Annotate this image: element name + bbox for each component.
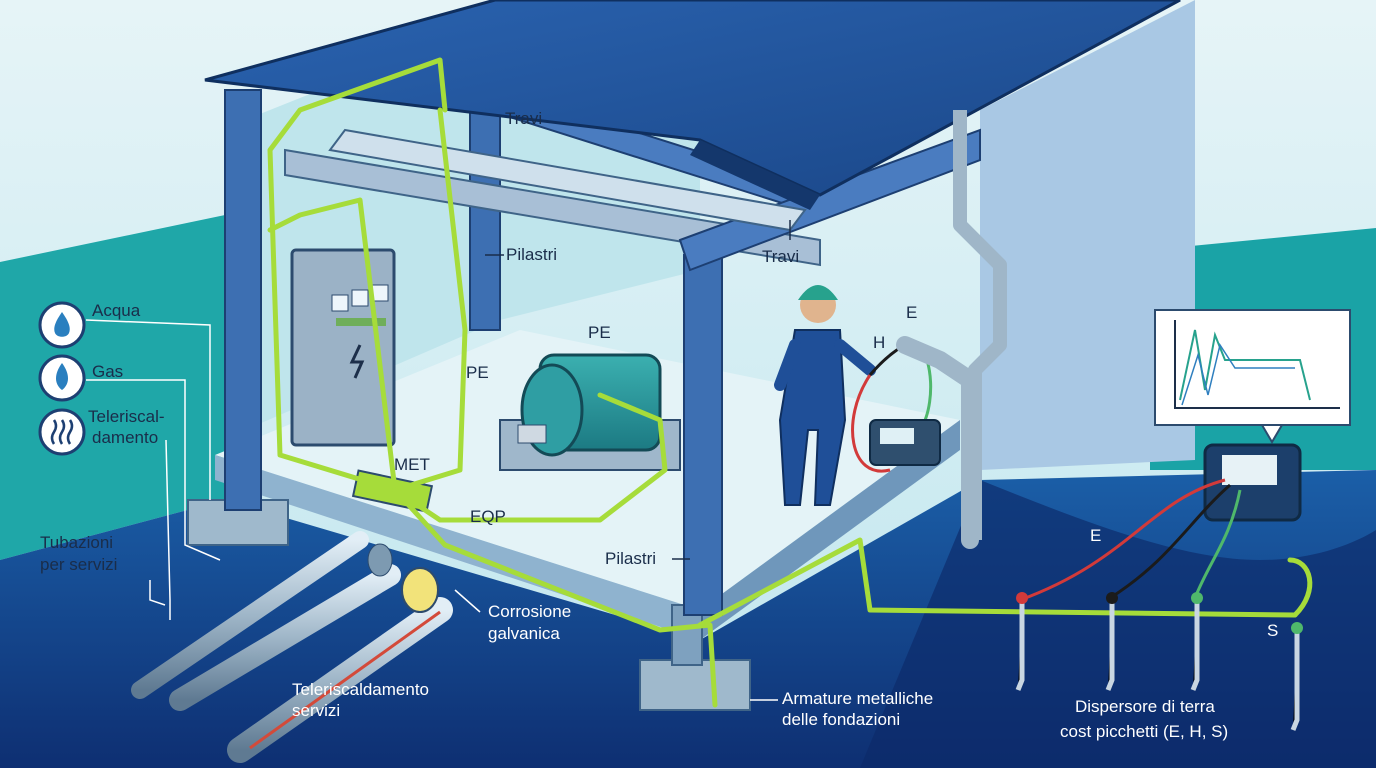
handheld-tester-display: [880, 428, 914, 444]
label-eqp: EQP: [470, 507, 506, 526]
label-acqua: Acqua: [92, 301, 141, 320]
ground-lead-green: [1193, 489, 1242, 599]
label-gas: Gas: [92, 362, 123, 381]
beam-main: [678, 128, 981, 272]
label-pilastri-bottom: Pilastri: [605, 549, 656, 568]
label-dispersore-2: cost picchetti (E, H, S): [1060, 722, 1228, 741]
label-electrode-h: H: [873, 333, 885, 352]
soil-surface: [860, 480, 1376, 768]
label-pilastri-top: Pilastri: [506, 245, 557, 264]
service-pipes: [131, 531, 453, 763]
left-lawn: [0, 215, 225, 560]
electrician-figure: [774, 285, 876, 506]
floor-edge-right: [700, 420, 960, 640]
roof: [204, 0, 1181, 197]
heat-waves-icon: [38, 408, 86, 456]
label-tubazioni-1: Tubazioni: [40, 533, 113, 552]
label-corrosione-2: galvanica: [488, 624, 560, 643]
label-pe-motor: PE: [588, 323, 611, 342]
label-corrosione-1: Corrosione: [488, 602, 571, 621]
waveform-trace-blue: [1181, 343, 1295, 406]
ground-rods: [1015, 592, 1303, 731]
label-teleriscaldamento-2: servizi: [292, 701, 340, 720]
exterior-wall: [980, 0, 1195, 470]
label-pe-left: PE: [466, 363, 489, 382]
column-left: [224, 89, 262, 511]
panel-indicator-row: [336, 318, 386, 326]
footing-front: [639, 659, 751, 711]
leader-telerisc: [165, 439, 171, 620]
waveform-trace-green: [1179, 329, 1311, 401]
water-pipe: [896, 336, 979, 549]
label-travi-top: Travi: [505, 109, 542, 128]
label-met: MET: [394, 455, 430, 474]
leader-acqua: [85, 319, 211, 500]
label-ground-s: S: [1267, 621, 1278, 640]
waveform-axes: [1174, 320, 1340, 409]
label-telerisc-2: damento: [92, 428, 158, 447]
label-teleriscaldamento-1: Teleriscaldamento: [292, 680, 429, 699]
panel-meter-2: [351, 289, 369, 307]
ground-lead-red: [1019, 478, 1226, 602]
beam-front: [284, 148, 821, 267]
label-travi-right: Travi: [762, 247, 799, 266]
motor-shaft: [517, 424, 547, 444]
ground-lead-black: [1109, 483, 1231, 600]
column-front: [683, 254, 723, 616]
leader-corrosione: [454, 589, 481, 613]
label-armature-1: Armature metalliche: [782, 689, 933, 708]
lightning-icon: [349, 344, 365, 379]
flame-icon: [38, 354, 86, 402]
panel-meter-1: [331, 294, 349, 312]
label-ground-e: E: [1090, 526, 1101, 545]
label-dispersore-1: Dispersore di terra: [1075, 697, 1215, 716]
lead-red: [851, 374, 891, 473]
water-drop-icon: [38, 301, 86, 349]
label-armature-2: delle fondazioni: [782, 710, 900, 729]
pe-conductors: [267, 57, 1313, 708]
roof-underside: [690, 140, 820, 210]
earth-tester-display: [1222, 455, 1277, 485]
label-electrode-e: E: [906, 303, 917, 322]
waveform-callout-pointer: [1260, 424, 1284, 444]
label-telerisc-1: Teleriscal-: [88, 407, 165, 426]
leader-tubazioni: [149, 580, 166, 606]
label-tubazioni-2: per servizi: [40, 555, 117, 574]
leader-gas: [86, 379, 221, 561]
